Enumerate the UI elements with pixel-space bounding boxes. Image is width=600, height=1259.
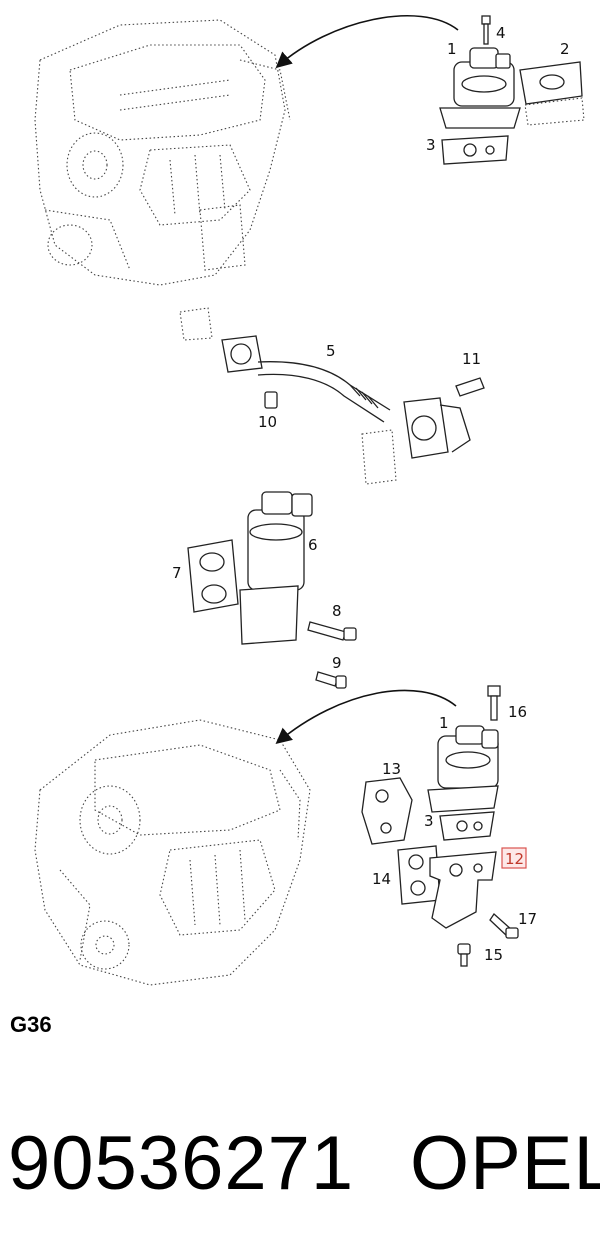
- callout-5: 5: [326, 342, 336, 360]
- highlight-box-12: [501, 847, 527, 869]
- egr-valve-top: [439, 47, 521, 129]
- callout-13: 13: [382, 760, 401, 778]
- callout-15: 15: [484, 946, 503, 964]
- callout-10: 10: [258, 413, 277, 431]
- bolt-4-top: [481, 15, 491, 45]
- section-code: G36: [10, 1012, 52, 1037]
- callout-2: 2: [560, 40, 570, 58]
- gasket-7: [187, 539, 239, 613]
- bolt-15: [457, 943, 471, 967]
- bolt-8: [307, 621, 357, 641]
- callout-1-top: 1: [447, 40, 457, 58]
- callout-17: 17: [518, 910, 537, 928]
- callout-4: 4: [496, 24, 506, 42]
- adapter-13: [361, 777, 413, 845]
- gasket-2: [519, 61, 585, 126]
- bolt-16: [487, 685, 501, 721]
- callout-6: 6: [308, 536, 318, 554]
- bolt-17: [489, 913, 519, 939]
- bolt-11: [455, 377, 485, 397]
- callout-3-bottom: 3: [424, 812, 434, 830]
- engine-top-illustration: [34, 19, 291, 286]
- callout-12: 12: [505, 850, 524, 868]
- gasket-3-top: [441, 135, 509, 165]
- part-number: 90536271: [8, 1121, 355, 1206]
- flange-12: [429, 851, 497, 929]
- engine-bottom-illustration: [34, 719, 311, 986]
- brand-name: OPEL: [410, 1121, 600, 1206]
- callout-14: 14: [372, 870, 391, 888]
- egr-pipe-5: [179, 307, 471, 485]
- callout-7: 7: [172, 564, 182, 582]
- egr-valve-bottom: [427, 725, 499, 813]
- bolt-9: [315, 671, 347, 689]
- pointer-arrow-top: [275, 14, 459, 69]
- callout-8: 8: [332, 602, 342, 620]
- callout-3-top: 3: [426, 136, 436, 154]
- callout-16: 16: [508, 703, 527, 721]
- callout-11: 11: [462, 350, 481, 368]
- bolt-10: [264, 391, 278, 409]
- egr-valve-6: [239, 491, 313, 645]
- callout-9: 9: [332, 654, 342, 672]
- parts-diagram: 1 4 2 3 5 11 10 6 7 8 9 1 16 13 3 12 14 …: [34, 14, 585, 986]
- pointer-arrow-bottom: [275, 689, 457, 745]
- callout-1-bottom: 1: [439, 714, 449, 732]
- gasket-3-bottom: [439, 811, 495, 841]
